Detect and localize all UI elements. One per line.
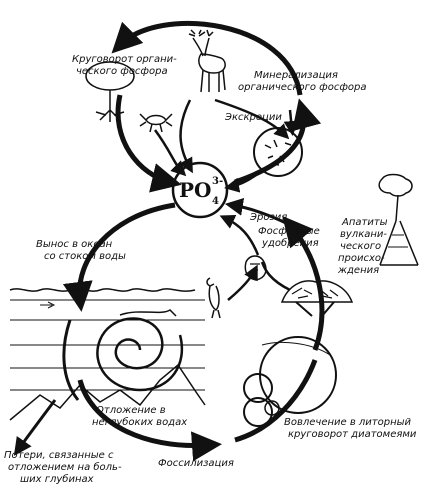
label-fossilization: Фоссилизация	[158, 458, 234, 469]
diatom-texture	[261, 341, 331, 356]
apatite-rocks-icon	[280, 280, 354, 317]
label-erosion: Эрозия	[249, 212, 287, 223]
fertilizer-sack-icon	[244, 255, 267, 281]
label-runoff: Вынос в океан со стоком воды	[36, 239, 126, 262]
lower-right-arc	[234, 359, 318, 443]
upper-cycle-arrow-right	[234, 98, 322, 185]
lower-cycle	[13, 197, 325, 462]
deer-to-bacteria-arrow	[214, 98, 290, 140]
deep-loss-arrow	[13, 399, 57, 456]
water-depth-lines	[10, 299, 205, 391]
phosphate-node: PO 3- 4	[171, 161, 229, 219]
label-diatoms: Вовлечение в литорный круговорот диатоме…	[284, 417, 417, 440]
depth-spiral	[96, 317, 184, 392]
fish-icon	[40, 301, 56, 309]
runoff-arrow	[62, 202, 176, 312]
bird-to-guano-arrow	[227, 264, 258, 301]
deer-to-phosphate-arrow	[179, 99, 193, 174]
apatite-to-guano-line	[260, 261, 291, 292]
volcano-icon	[378, 173, 419, 266]
upper-cycle-arrow-top	[111, 20, 303, 96]
bacteria-to-phosphate-arrow	[224, 171, 261, 193]
phosphate-superscript: 3-	[212, 176, 223, 187]
phosphate-main: PO	[179, 178, 211, 202]
label-organic-cycle: Круговорот органи- ческого фосфора	[72, 54, 180, 77]
diatom-small-2	[243, 397, 273, 427]
bacteria-circle	[253, 127, 303, 177]
upper-cycle	[111, 20, 322, 193]
sea-surface	[9, 288, 196, 292]
diatom-dot	[264, 400, 280, 416]
crab-icon	[139, 113, 173, 133]
bird-icon	[206, 277, 221, 319]
fossilization-arrow	[77, 379, 222, 462]
ship-wake	[119, 309, 177, 317]
diatom-small-1	[243, 373, 273, 403]
deer-icon	[188, 29, 226, 93]
label-apatites: Апатиты вулкани- ческого происхо- ждения	[337, 217, 391, 276]
apatite-to-phosphate-arc	[282, 215, 325, 351]
sea-floor	[9, 363, 206, 421]
mineralization-arrow	[283, 109, 299, 136]
erosion-arrow	[224, 197, 291, 227]
upper-cycle-arrow-left	[115, 94, 182, 193]
label-shallow-deposit: Отложение в неглубоких водах	[92, 405, 187, 428]
phosphate-subscript: 4	[212, 196, 219, 207]
label-mineralization: Минерализация органического фосфора	[238, 70, 366, 93]
left-down-arc	[62, 319, 80, 401]
diatom-cells	[243, 336, 337, 427]
label-losses: Потери, связанные с отложением на боль- …	[4, 450, 125, 485]
ocean-section	[9, 288, 206, 421]
label-fertilizers: Фосфорные удобрения	[258, 226, 323, 249]
crab-to-phosphate-arrow	[153, 129, 187, 177]
fertilizer-arrow	[219, 215, 260, 256]
plant-icon	[85, 61, 135, 122]
label-excretion: Экскреции	[224, 112, 282, 123]
